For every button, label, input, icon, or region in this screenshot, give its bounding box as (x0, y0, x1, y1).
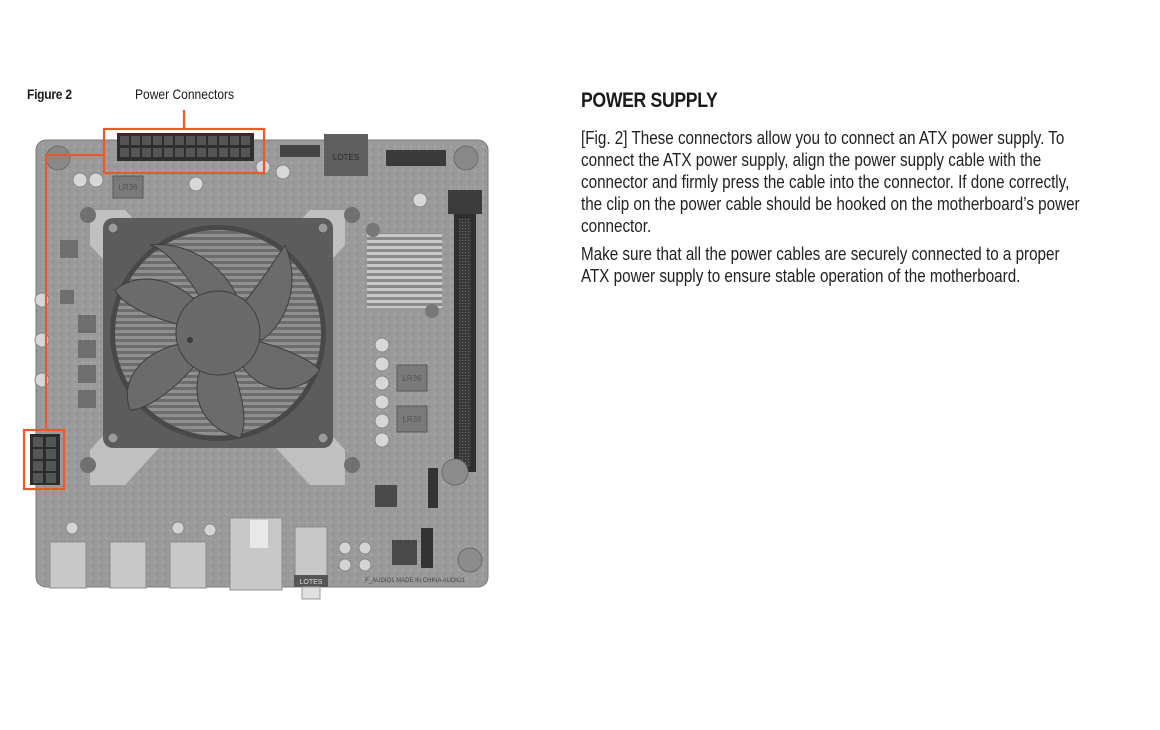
paragraph-secure-cables: Make sure that all the power cables are … (581, 244, 1060, 286)
motherboard-figure: LOTES LR36 LR36 LR36 (0, 0, 520, 726)
cpu-fan (103, 218, 333, 448)
chip-marking: LOTES (333, 153, 359, 162)
figure-label: Figure 2 (27, 86, 72, 102)
rear-io: LOTES F_AUDIO1 MADE IN CHINA AUDIO1 (49, 458, 483, 600)
callout-line-left (44, 153, 104, 430)
lotes-chip (324, 134, 368, 176)
board-silkscreen: F_AUDIO1 MADE IN CHINA AUDIO1 (365, 578, 465, 584)
atx-24pin-connector-graphic (117, 133, 254, 161)
inductor-label: LR36 (402, 374, 422, 383)
header-connector-small (280, 145, 320, 157)
cpu-8pin-connector-graphic (30, 434, 60, 485)
highlight-atx-24pin (102, 127, 266, 175)
section-title: POWER SUPPLY (581, 89, 718, 112)
audio-jack-marking: LOTES (300, 579, 323, 586)
header-connector (386, 150, 446, 166)
paragraph-connect-instructions: [Fig. 2] These connectors allow you to c… (581, 128, 1080, 236)
inductor-label: LR36 (118, 183, 138, 192)
chipset-heatsink (366, 223, 442, 318)
inductor-label: LR36 (402, 415, 422, 424)
pcie-slot (448, 190, 482, 472)
callout-label-power-connectors: Power Connectors (135, 86, 235, 102)
power-connector-highlights (22, 110, 266, 491)
section-body: [Fig. 2] These connectors allow you to c… (581, 127, 1088, 293)
highlight-cpu-8pin (22, 428, 66, 491)
